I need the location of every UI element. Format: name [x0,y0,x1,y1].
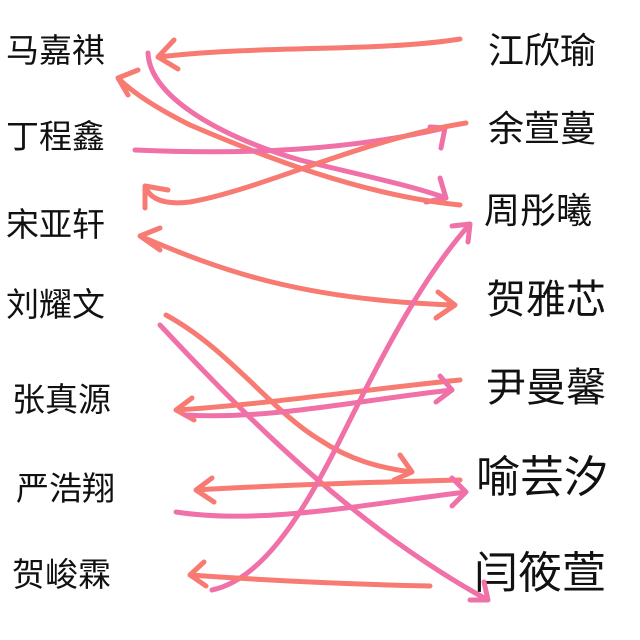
right-name-1: 江欣瑜 [488,31,597,72]
left-name-6: 严浩翔 [16,469,115,508]
right-name-5: 尹曼馨 [486,365,606,411]
arrow-hejun-to-zhou [209,221,473,593]
right-name-3: 周彤曦 [484,191,593,232]
right-name-4: 贺雅芯 [486,277,606,323]
left-name-7: 贺峻霖 [12,555,111,594]
right-name-7: 闫筱萱 [474,548,606,599]
left-name-3: 宋亚轩 [6,205,105,244]
arrow-song-he-double [137,225,458,321]
arrow-yu-to-ding [142,120,469,211]
arrow-zhou-to-ma [115,67,463,208]
arrow-jiang-to-ma [155,36,463,72]
left-name-4: 刘耀文 [6,285,105,324]
arrow-yan-to-hejun [187,559,433,589]
arrow-liu-to-yuyun [163,312,415,483]
right-name-2: 余萱蔓 [488,109,597,150]
left-name-5: 张真源 [12,380,111,419]
left-name-2: 丁程鑫 [6,117,105,156]
arrow-liu-to-yan [157,322,491,603]
arrow-yan-to-yuyun [173,475,469,519]
right-name-6: 喻芸汐 [476,452,608,503]
arrow-zhang-to-yin [182,373,455,419]
arrow-yuyun-to-yan [193,475,463,505]
left-name-1: 马嘉祺 [6,31,105,70]
